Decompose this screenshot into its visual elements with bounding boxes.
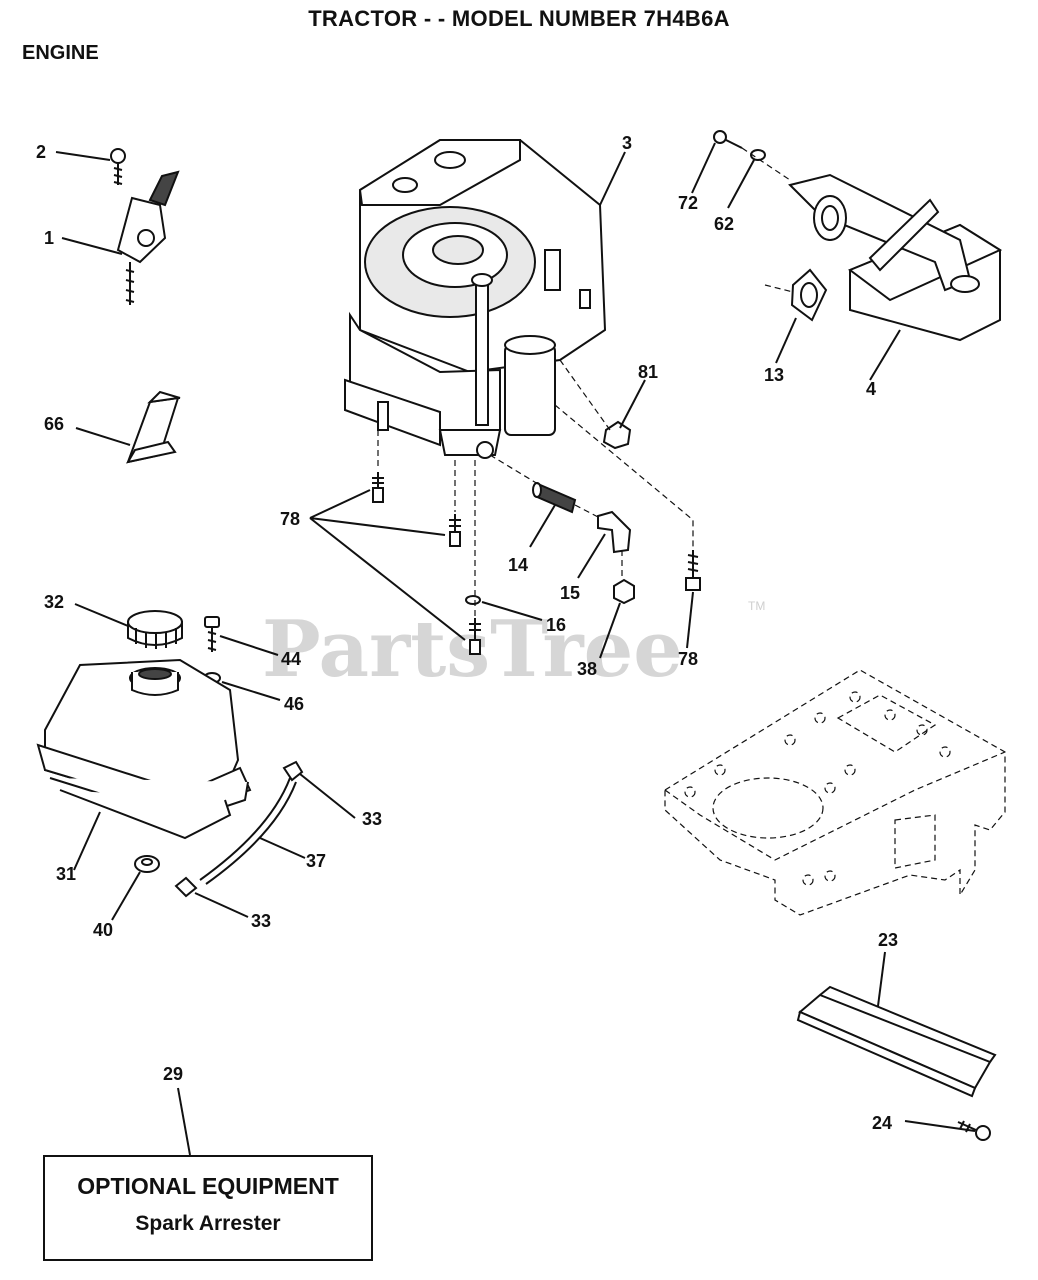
cover-part-23[interactable] xyxy=(796,985,997,1098)
clip-part-66[interactable] xyxy=(125,390,181,464)
callout-3: 3 xyxy=(622,133,632,153)
callout-29: 29 xyxy=(163,1064,183,1084)
callout-78-b: 78 xyxy=(678,649,698,669)
trademark: TM xyxy=(748,599,765,613)
callout-78-a: 78 xyxy=(280,509,300,529)
callout-23: 23 xyxy=(878,930,898,950)
engine-part-3[interactable] xyxy=(344,139,607,459)
optional-equipment-heading: OPTIONAL EQUIPMENT xyxy=(77,1173,339,1199)
frame-reference xyxy=(664,669,1006,916)
callout-37: 37 xyxy=(306,851,326,871)
callout-31: 31 xyxy=(56,864,76,884)
screw-part-78-c[interactable] xyxy=(469,618,481,655)
callout-33-a: 33 xyxy=(362,809,382,829)
washer-part-16[interactable] xyxy=(465,595,481,605)
bushing-part-40[interactable] xyxy=(134,855,160,873)
bolt-part-72[interactable] xyxy=(713,130,743,149)
elbow-part-15[interactable] xyxy=(597,510,632,554)
callout-14: 14 xyxy=(508,555,528,575)
optional-equipment-item[interactable]: Spark Arrester xyxy=(135,1212,281,1235)
leader-lines xyxy=(55,142,976,1156)
callout-62: 62 xyxy=(714,214,734,234)
nut-part-81[interactable] xyxy=(602,420,632,450)
screw-part-2[interactable] xyxy=(110,148,126,185)
muffler-part-4[interactable] xyxy=(788,173,1003,342)
callout-38: 38 xyxy=(577,659,597,679)
callout-44: 44 xyxy=(281,649,301,669)
callout-labels: 2 1 3 4 13 72 62 81 66 78 14 15 16 38 78… xyxy=(36,133,898,1133)
gasket-part-13[interactable] xyxy=(790,268,828,322)
callout-66: 66 xyxy=(44,414,64,434)
callout-40: 40 xyxy=(93,920,113,940)
screw-part-78-d[interactable] xyxy=(685,550,701,591)
callout-81: 81 xyxy=(638,362,658,382)
callout-24: 24 xyxy=(872,1113,892,1133)
assembly-guides xyxy=(377,147,794,616)
screw-part-78-b[interactable] xyxy=(449,514,461,547)
page-title: TRACTOR - - MODEL NUMBER 7H4B6A xyxy=(308,6,730,31)
clamp-part-33-a[interactable] xyxy=(282,760,304,782)
callout-13: 13 xyxy=(764,365,784,385)
screw-part-78-a[interactable] xyxy=(372,472,384,503)
callout-46: 46 xyxy=(284,694,304,714)
callout-1: 1 xyxy=(44,228,54,248)
callout-33-b: 33 xyxy=(251,911,271,931)
optional-equipment-box: OPTIONAL EQUIPMENT Spark Arrester xyxy=(43,1155,373,1261)
callout-32: 32 xyxy=(44,592,64,612)
callout-2: 2 xyxy=(36,142,46,162)
callout-16: 16 xyxy=(546,615,566,635)
clamp-part-33-b[interactable] xyxy=(174,876,198,898)
fuel-cap-part-32[interactable] xyxy=(127,610,183,649)
callout-4: 4 xyxy=(866,379,876,399)
fuel-tank-part-31[interactable] xyxy=(36,658,252,840)
throttle-control-part-1[interactable] xyxy=(116,170,180,305)
screw-part-44[interactable] xyxy=(204,616,220,652)
fuel-line-part-37[interactable] xyxy=(199,777,297,885)
callout-15: 15 xyxy=(560,583,580,603)
nut-part-38[interactable] xyxy=(613,578,635,605)
callout-72: 72 xyxy=(678,193,698,213)
washer-part-62[interactable] xyxy=(750,149,766,161)
section-title: ENGINE xyxy=(22,42,99,64)
